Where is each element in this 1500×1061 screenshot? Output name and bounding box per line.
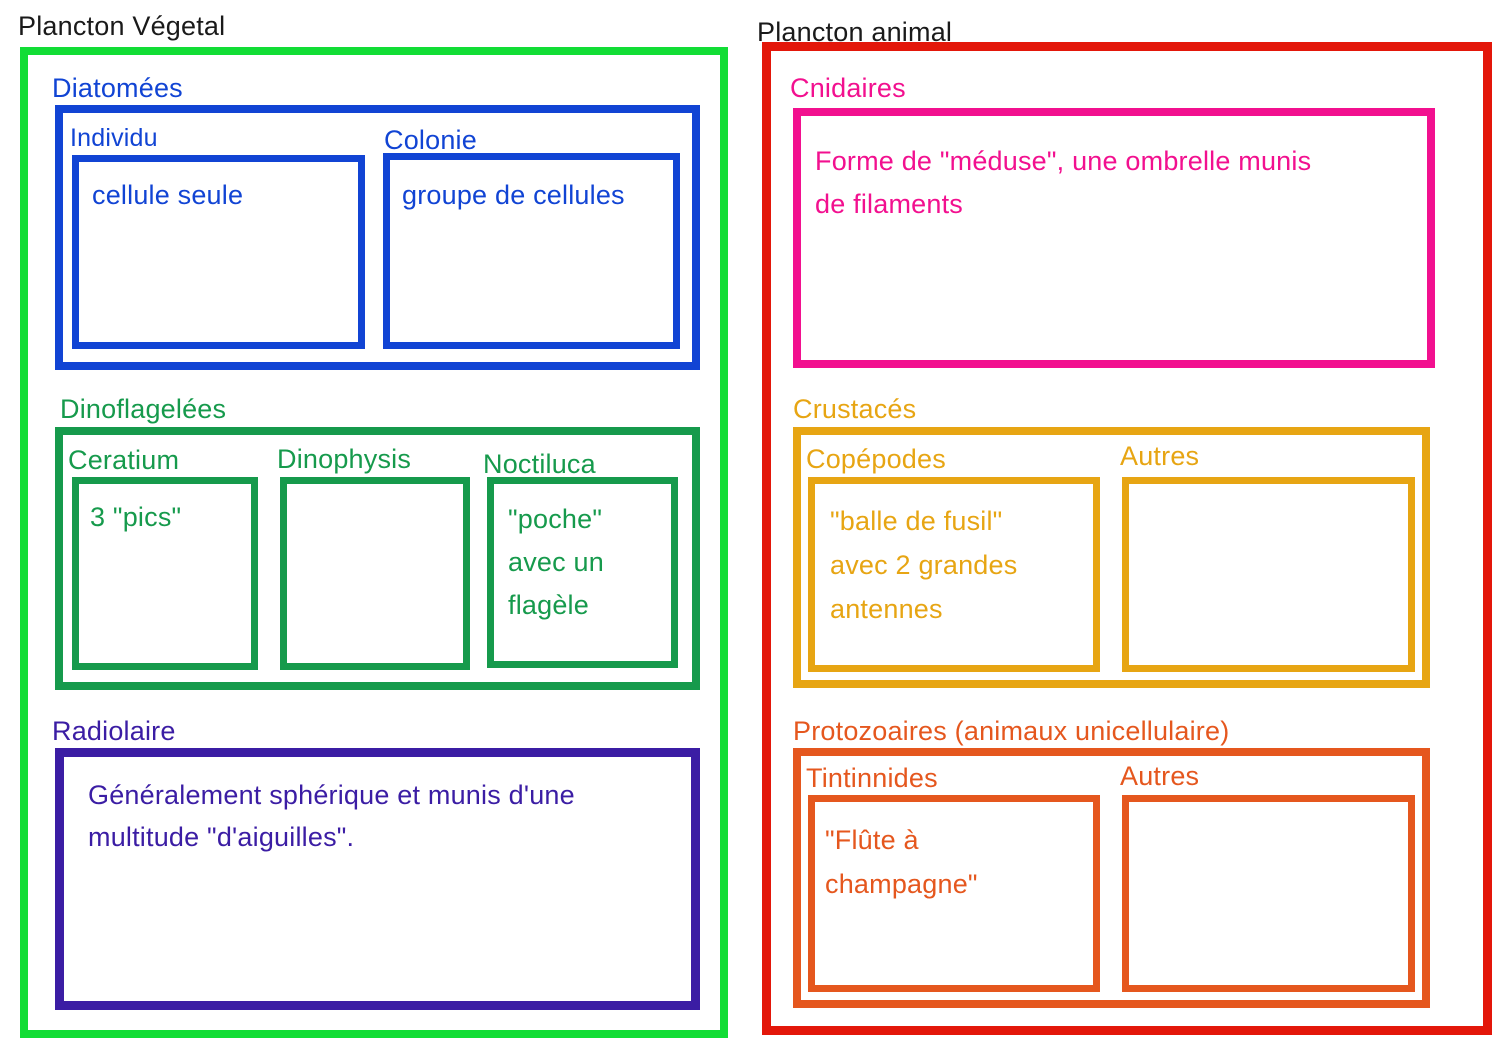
diatomees-label: Diatomées <box>52 73 183 103</box>
radiolaire-box <box>55 748 700 1010</box>
dinophysis-box <box>280 477 470 670</box>
tintinnides-text: "Flûte à champagne" <box>825 825 978 899</box>
individu-label: Individu <box>70 124 158 152</box>
animal-outer-box <box>762 42 1492 1035</box>
crustaces-box <box>793 427 1430 688</box>
ceratium-box <box>72 477 258 670</box>
noctiluca-box <box>487 477 678 668</box>
protozoaires-autres-box <box>1122 795 1415 992</box>
protozoaires-label: Protozoaires (animaux unicellulaire) <box>793 716 1230 746</box>
protozoaires-autres-label: Autres <box>1120 761 1200 791</box>
tintinnides-label: Tintinnides <box>806 763 938 793</box>
left-panel-title: Plancton Végetal <box>18 11 226 41</box>
protozoaires-box <box>793 748 1430 1008</box>
dinoflagelees-box <box>55 427 700 690</box>
cnidaires-box <box>793 108 1435 368</box>
noctiluca-label: Noctiluca <box>483 449 596 479</box>
copepodes-box <box>808 477 1100 672</box>
crustaces-autres-label: Autres <box>1120 441 1200 471</box>
ceratium-text: 3 "pics" <box>90 502 182 532</box>
ceratium-label: Ceratium <box>68 445 180 475</box>
radiolaire-text: Généralement sphérique et munis d'une mu… <box>88 780 575 852</box>
cnidaires-text: Forme de "méduse", une ombrelle munis de… <box>815 146 1312 219</box>
dinoflagelees-label: Dinoflagelées <box>60 394 227 424</box>
colonie-text: groupe de cellules <box>402 180 625 210</box>
individu-box <box>72 155 365 349</box>
diatomees-box <box>55 105 700 370</box>
individu-text: cellule seule <box>92 180 244 210</box>
colonie-box <box>383 153 680 349</box>
noctiluca-text: "poche" avec un flagèle <box>508 504 604 620</box>
crustaces-autres-box <box>1122 477 1415 672</box>
dinophysis-label: Dinophysis <box>277 444 412 474</box>
copepodes-label: Copépodes <box>806 444 946 474</box>
tintinnides-box <box>808 795 1100 992</box>
crustaces-label: Crustacés <box>793 394 917 424</box>
copepodes-text: "balle de fusil" avec 2 grandes antennes <box>830 506 1018 624</box>
colonie-label: Colonie <box>384 125 477 155</box>
cnidaires-label: Cnidaires <box>790 73 906 103</box>
vegetal-outer-box <box>20 47 728 1038</box>
radiolaire-label: Radiolaire <box>52 716 176 746</box>
